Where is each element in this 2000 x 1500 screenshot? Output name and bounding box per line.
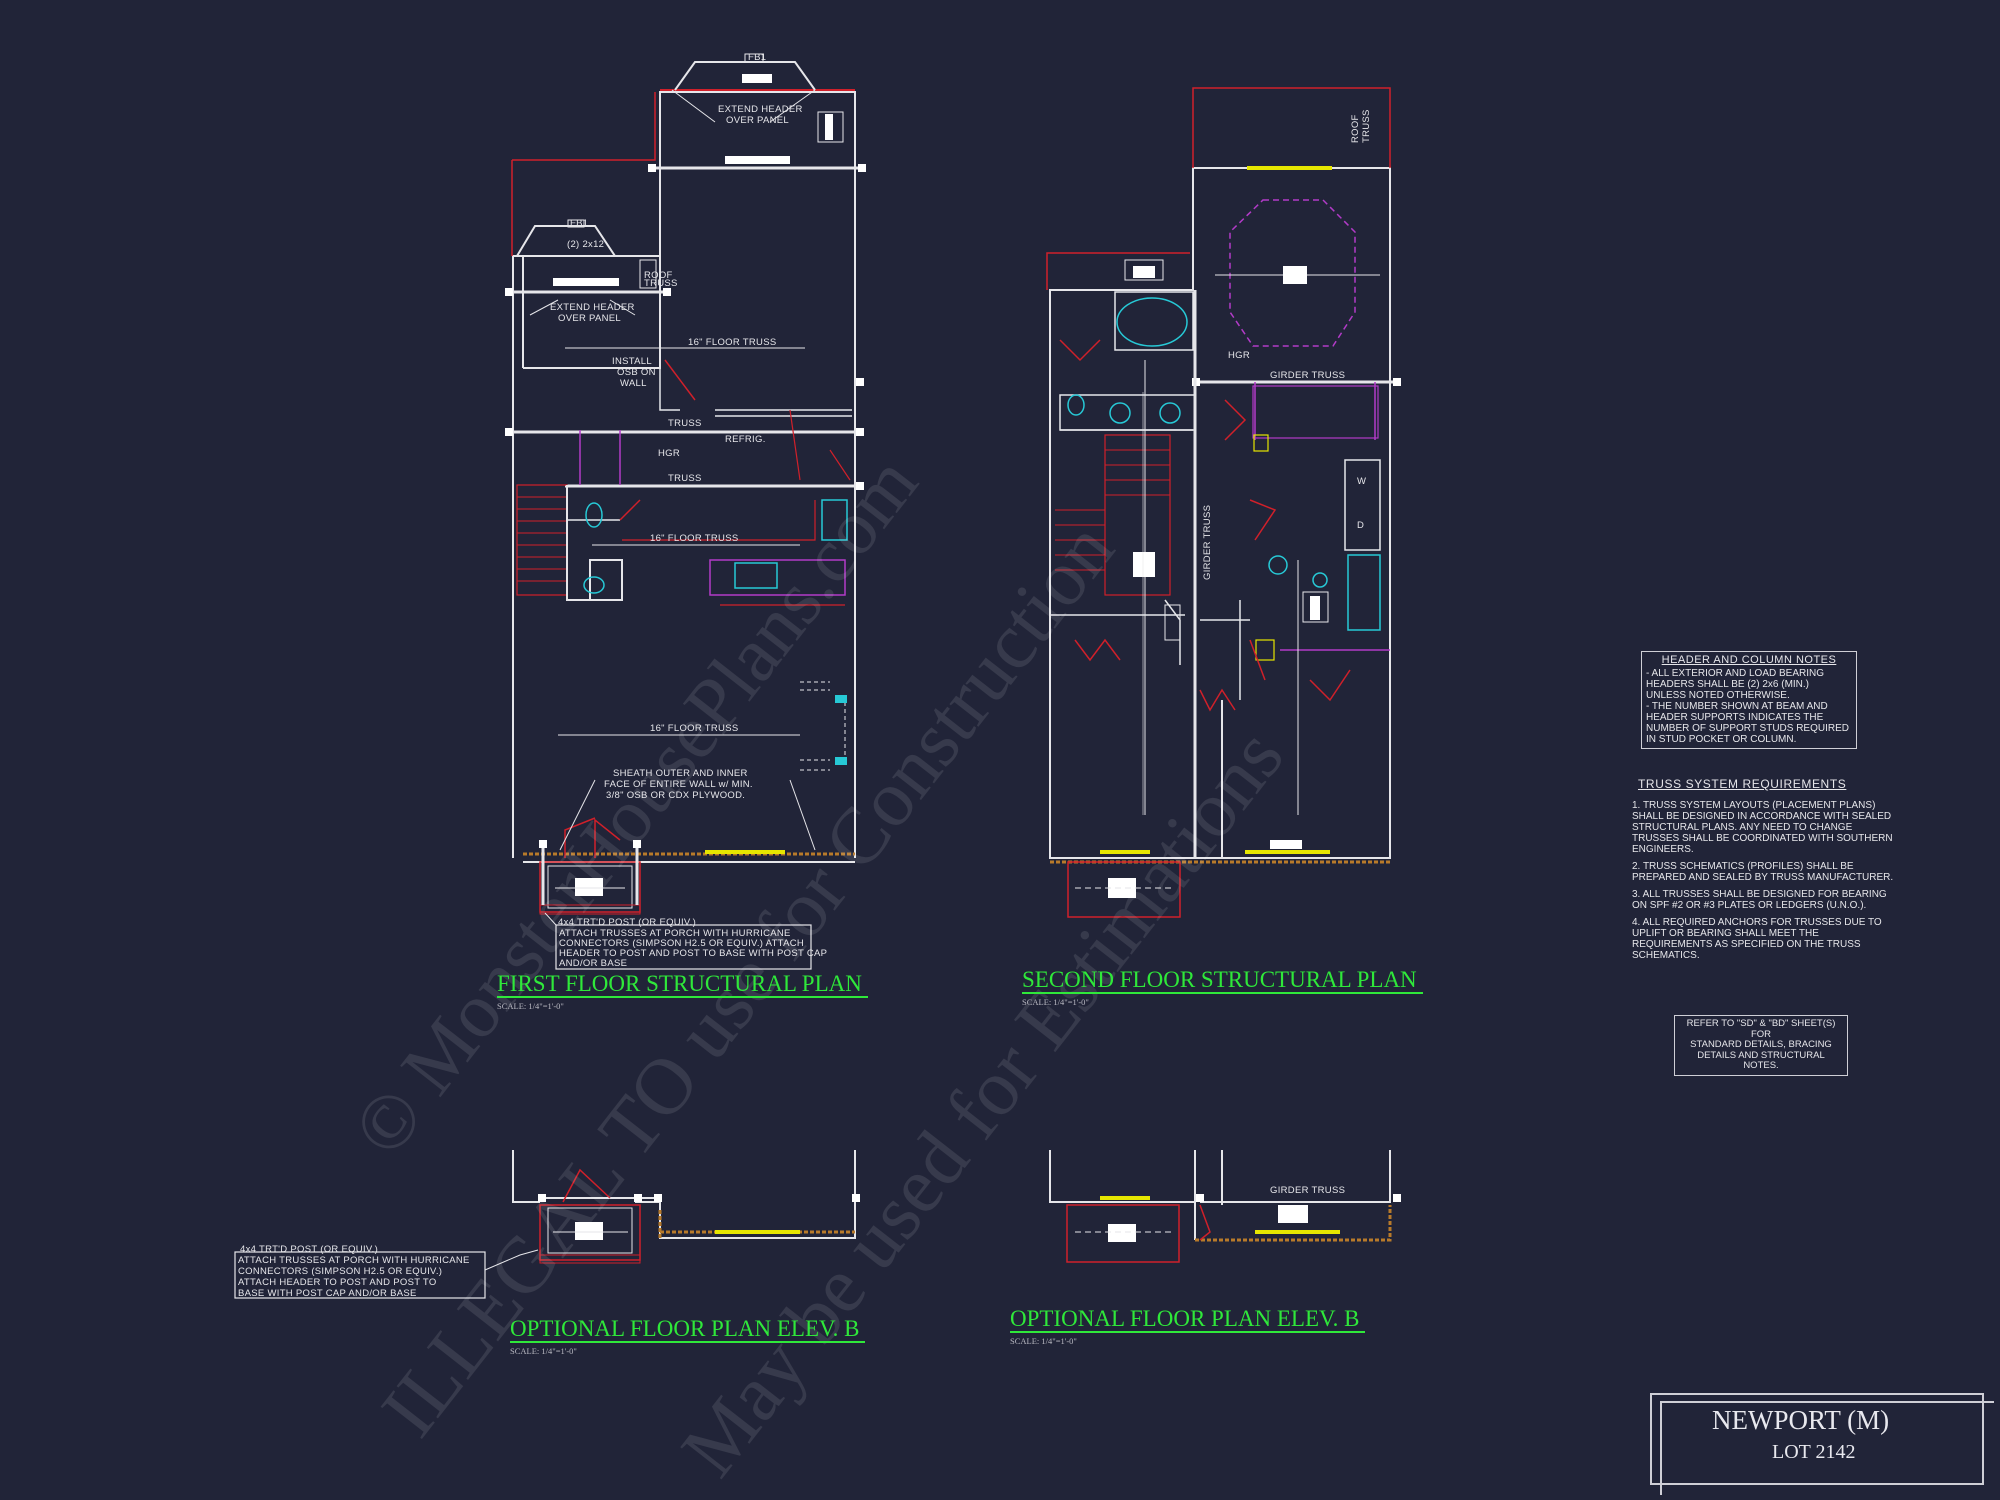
optional-floor-right <box>1049 1150 1401 1263</box>
ff-truss-2: TRUSS <box>668 473 702 484</box>
ff-post-note-2: ATTACH TRUSSES AT PORCH WITH HURRICANE <box>559 928 791 939</box>
truss-req-item-3: 3. ALL TRUSSES SHALL BE DESIGNED FOR BEA… <box>1632 889 1887 911</box>
refer-note-line-3: DETAILS AND STRUCTURAL NOTES. <box>1697 1049 1825 1071</box>
sf-hgr: HGR <box>1228 350 1250 361</box>
ff-floor-truss-1: 16" FLOOR TRUSS <box>688 337 776 348</box>
header-notes-line-6: NUMBER OF SUPPORT STUDS REQUIRED <box>1646 723 1849 734</box>
optional-right-title: OPTIONAL FLOOR PLAN ELEV. B <box>1010 1307 1366 1333</box>
truss-requirements-list: 1. TRUSS SYSTEM LAYOUTS (PLACEMENT PLANS… <box>1632 800 1902 967</box>
opt-note-5: BASE WITH POST CAP AND/OR BASE <box>238 1288 417 1299</box>
ff-2x12-label: (2) 2x12 <box>567 239 604 250</box>
ff-floor-truss-2: 16" FLOOR TRUSS <box>650 533 738 544</box>
ff-refrig: REFRIG. <box>725 434 766 445</box>
first-floor-scale: SCALE: 1/4"=1'-0" <box>497 1001 564 1011</box>
second-floor-plan: W D <box>1046 87 1401 918</box>
optional-right-scale: SCALE: 1/4"=1'-0" <box>1010 1336 1077 1346</box>
sf-roof-truss-a: ROOF <box>1350 114 1361 143</box>
truss-req-item-4: 4. ALL REQUIRED ANCHORS FOR TRUSSES DUE … <box>1632 917 1882 961</box>
header-notes-line-1: - ALL EXTERIOR AND LOAD BEARING <box>1646 668 1825 679</box>
opt-note-3: CONNECTORS (SIMPSON H2.5 OR EQUIV.) <box>238 1266 442 1277</box>
second-floor-labels: ROOF TRUSS HGR GIRDER TRUSS GIRDER TRUSS <box>1202 109 1372 580</box>
ff-install-osb-a: INSTALL <box>612 356 652 367</box>
first-floor-plan <box>505 53 866 970</box>
header-notes-line-7: IN STUD POCKET OR COLUMN. <box>1646 734 1797 745</box>
refer-note-line-1: REFER TO "SD" & "BD" SHEET(S) FOR <box>1686 1018 1836 1040</box>
opt-note-2: ATTACH TRUSSES AT PORCH WITH HURRICANE <box>238 1255 470 1266</box>
truss-req-item-1: 1. TRUSS SYSTEM LAYOUTS (PLACEMENT PLANS… <box>1632 800 1893 855</box>
truss-requirements-title: TRUSS SYSTEM REQUIREMENTS <box>1638 777 1847 791</box>
ff-extend-header-1b: OVER PANEL <box>726 115 789 126</box>
ff-post-note-4: HEADER TO POST AND POST TO BASE WITH POS… <box>559 948 827 959</box>
opt-note-4: ATTACH HEADER TO POST AND POST TO <box>238 1277 437 1288</box>
ff-install-osb-b: OSB ON <box>617 367 656 378</box>
header-notes-line-3: UNLESS NOTED OTHERWISE. <box>1646 690 1790 701</box>
sf-girder-truss-vertical: GIRDER TRUSS <box>1202 505 1213 580</box>
ff-roof-truss-b: TRUSS <box>644 278 678 289</box>
first-floor-labels: FB1 EXTEND HEADER OVER PANEL FB1 (2) 2x1… <box>550 52 827 969</box>
optional-left-note: 4x4 TRT'D POST (OR EQUIV.) ATTACH TRUSSE… <box>238 1244 470 1299</box>
optional-floor-left <box>234 1150 860 1299</box>
sf-girder-truss: GIRDER TRUSS <box>1270 370 1345 381</box>
ff-fb-top-label: FB1 <box>748 52 766 63</box>
sf-d-label: D <box>1357 520 1364 531</box>
sf-w-label: W <box>1357 476 1366 487</box>
header-notes-line-4: - THE NUMBER SHOWN AT BEAM AND <box>1646 701 1828 712</box>
project-name: NEWPORT (M) <box>1712 1405 1890 1435</box>
header-notes-line-2: HEADERS SHALL BE (2) 2x6 (MIN.) <box>1646 679 1810 690</box>
title-block-inner <box>1660 1401 1994 1495</box>
header-notes-title: HEADER AND COLUMN NOTES <box>1661 654 1837 666</box>
ff-sheath-a: SHEATH OUTER AND INNER <box>613 768 748 779</box>
second-floor-scale: SCALE: 1/4"=1'-0" <box>1022 997 1089 1007</box>
optional-left-title: OPTIONAL FLOOR PLAN ELEV. B <box>510 1317 866 1343</box>
title-block: NEWPORT (M) LOT 2142 <box>1650 1393 1994 1495</box>
ff-extend-header-1a: EXTEND HEADER <box>718 104 803 115</box>
ff-post-note-1: 4x4 TRT'D POST (OR EQUIV.) <box>558 917 696 928</box>
ff-install-osb-c: WALL <box>620 378 647 389</box>
ff-extend-header-2b: OVER PANEL <box>558 313 621 324</box>
truss-req-item-2: 2. TRUSS SCHEMATICS (PROFILES) SHALL BE … <box>1632 861 1894 883</box>
ff-truss-1: TRUSS <box>668 418 702 429</box>
optional-left-scale: SCALE: 1/4"=1'-0" <box>510 1346 577 1356</box>
refer-note-box: REFER TO "SD" & "BD" SHEET(S) FOR STANDA… <box>1674 1015 1848 1076</box>
ff-post-note-3: CONNECTORS (SIMPSON H2.5 OR EQUIV.) ATTA… <box>559 938 804 949</box>
ff-fb-left-label: FB1 <box>570 218 588 229</box>
header-notes-line-5: HEADER SUPPORTS INDICATES THE <box>1646 712 1824 723</box>
ff-hgr: HGR <box>658 448 680 459</box>
opt-right-girder-truss: GIRDER TRUSS <box>1270 1185 1345 1196</box>
first-floor-title: FIRST FLOOR STRUCTURAL PLAN <box>497 972 868 998</box>
ff-sheath-c: 3/8" OSB OR CDX PLYWOOD. <box>606 790 745 801</box>
ff-floor-truss-3: 16" FLOOR TRUSS <box>650 723 738 734</box>
opt-note-1: 4x4 TRT'D POST (OR EQUIV.) <box>240 1244 378 1255</box>
lot-number: LOT 2142 <box>1772 1441 1856 1463</box>
ff-sheath-b: FACE OF ENTIRE WALL w/ MIN. <box>604 779 753 790</box>
second-floor-title: SECOND FLOOR STRUCTURAL PLAN <box>1022 968 1423 994</box>
ff-roof-truss-a: ROOF <box>644 270 673 281</box>
sf-roof-truss-b: TRUSS <box>1361 109 1372 143</box>
ff-post-note-5: AND/OR BASE <box>559 958 627 969</box>
ff-extend-header-2a: EXTEND HEADER <box>550 302 635 313</box>
header-column-notes: HEADER AND COLUMN NOTES - ALL EXTERIOR A… <box>1641 651 1857 749</box>
refer-note-line-2: STANDARD DETAILS, BRACING <box>1690 1039 1832 1050</box>
